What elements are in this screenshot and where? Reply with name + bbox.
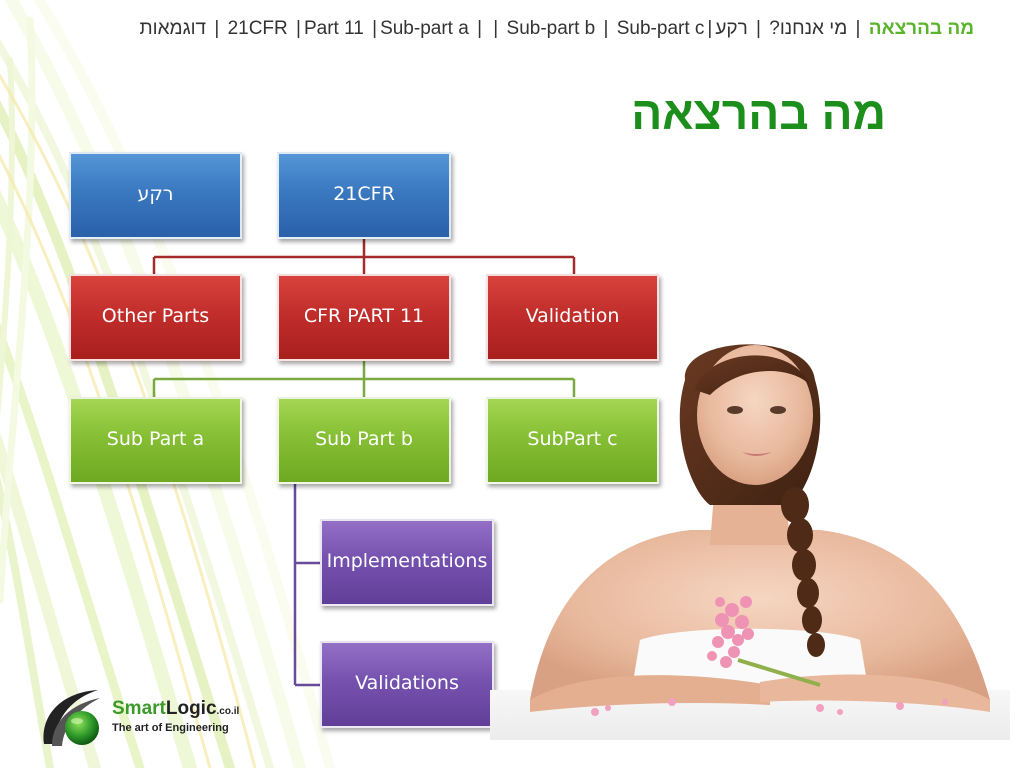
nav-separator: | — [477, 18, 483, 39]
nav-separator: | — [707, 18, 713, 39]
nav-item-subpart-b[interactable]: Sub-part b — [506, 18, 596, 39]
chart-box-background[interactable]: רקע — [69, 152, 242, 239]
swoosh-globe-icon — [43, 690, 100, 746]
smartlogic-logo[interactable]: SmartLogic.co.il The art of Engineering — [38, 684, 278, 754]
connector-21cfr-to-level2 — [152, 238, 576, 275]
chart-box-validation[interactable]: Validation — [486, 274, 659, 361]
chart-box-sub-part-b[interactable]: Sub Part b — [277, 397, 451, 484]
chart-box-label: Sub Part b — [315, 427, 413, 450]
logo-name: SmartLogic.co.il — [112, 698, 239, 720]
logo-tld: .co.il — [216, 706, 240, 717]
top-navigation: מה בהרצאה | מי אנחנו? | רקע|21CFR |Part … — [20, 18, 974, 40]
chart-box-validations[interactable]: Validations — [320, 641, 494, 728]
logo-name-smart: Smart — [112, 698, 166, 719]
chart-box-cfr-part-11[interactable]: CFR PART 11 — [277, 274, 451, 361]
slide-title: מה בהרצאה — [631, 87, 886, 139]
nav-item-background[interactable]: רקע — [715, 18, 748, 39]
nav-item-about[interactable]: מי אנחנו? — [769, 18, 848, 39]
chart-box-label: Other Parts — [101, 304, 210, 327]
nav-item-part11[interactable]: Part 11 — [303, 18, 364, 39]
logo-tagline: The art of Engineering — [112, 722, 229, 734]
chart-box-other-parts[interactable]: Other Parts — [69, 274, 242, 361]
chart-box-label: Validations — [355, 671, 459, 694]
chart-box-implementations[interactable]: Implementations — [320, 519, 494, 606]
nav-separator: | — [855, 18, 861, 39]
chart-box-sub-part-a[interactable]: Sub Part a — [69, 397, 242, 484]
nav-item-subpart-a[interactable]: Sub-part a — [380, 18, 469, 39]
chart-box-label: SubPart c — [527, 427, 618, 450]
chart-box-label: Validation — [525, 304, 620, 327]
nav-separator: | — [296, 18, 301, 39]
chart-box-label: Implementations — [326, 549, 488, 572]
nav-item-examples[interactable]: דוגמאות — [139, 18, 207, 39]
nav-item-current[interactable]: מה בהרצאה — [868, 18, 974, 39]
chart-box-label: Sub Part a — [106, 427, 205, 450]
connector-subpartb-to-level4 — [293, 483, 321, 687]
woman-with-flowers-photo — [490, 344, 1010, 740]
chart-box-label: CFR PART 11 — [303, 304, 425, 327]
chart-box-21cfr[interactable]: 21CFR — [277, 152, 451, 239]
nav-separator: | — [603, 18, 609, 39]
nav-separator: | — [756, 18, 761, 39]
nav-separator: | — [214, 18, 220, 39]
chart-box-subpart-c[interactable]: SubPart c — [486, 397, 659, 484]
nav-item-21cfr[interactable]: 21CFR — [227, 18, 288, 39]
nav-separator: | — [372, 18, 378, 39]
logo-name-logic: Logic — [165, 698, 217, 719]
chart-box-label: 21CFR — [333, 182, 395, 205]
nav-item-subpart-c[interactable]: Sub-part c — [616, 18, 705, 39]
chart-box-label: רקע — [137, 182, 174, 205]
nav-separator: | — [493, 18, 499, 39]
